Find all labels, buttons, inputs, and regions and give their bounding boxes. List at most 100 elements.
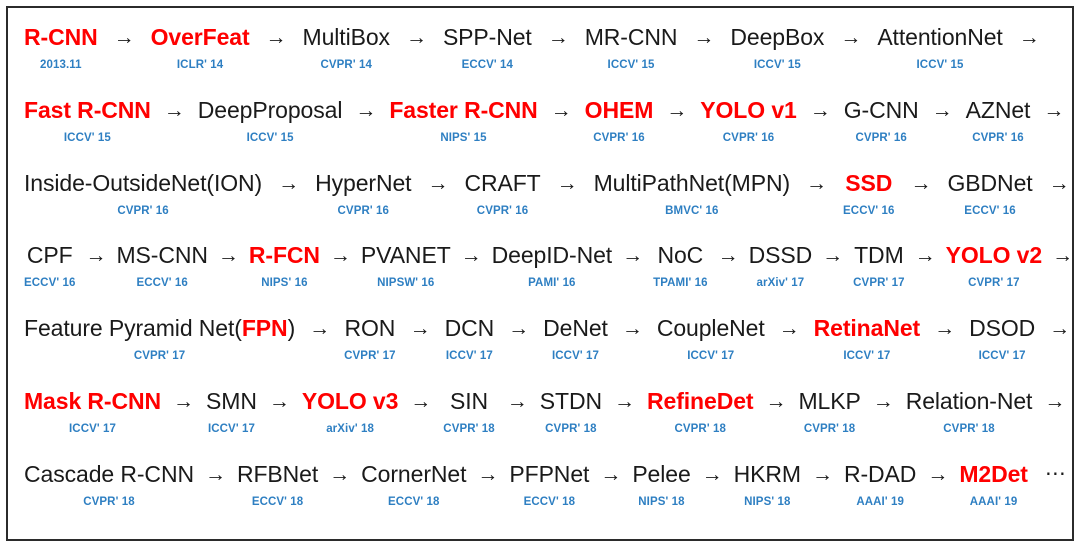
- detector-name: HyperNet: [315, 169, 412, 196]
- flow-arrow-icon: →: [508, 317, 530, 341]
- detector-name: Pelee: [632, 460, 691, 487]
- detector-node[interactable]: YOLO v3 arXiv' 18: [301, 386, 399, 439]
- detector-venue: TPAMI' 16: [653, 277, 708, 290]
- flow-arrow-icon: →: [765, 390, 787, 414]
- flow-arrow-icon: →: [85, 244, 107, 268]
- flow-arrow-icon: →: [614, 390, 635, 414]
- detector-venue: NIPS' 18: [638, 495, 685, 508]
- detector-node[interactable]: Inside-OutsideNet(ION)CVPR' 16: [24, 168, 262, 221]
- flow-arrow-icon: →: [405, 26, 427, 49]
- detector-name: YOLO v3: [301, 388, 399, 415]
- flow-arrow-icon: →: [547, 26, 569, 49]
- detector-venue: ICCV' 15: [246, 131, 294, 144]
- detector-venue: ICCV' 15: [753, 59, 801, 71]
- detector-venue: arXiv' 18: [326, 423, 374, 436]
- detector-name: Faster R-CNN: [389, 96, 538, 123]
- detector-node[interactable]: MultiPathNet(MPN) BMVC' 16: [593, 168, 791, 221]
- detector-name: PFPNet: [509, 460, 590, 487]
- detector-node[interactable]: Feature Pyramid Net(FPN)CVPR' 17: [24, 313, 295, 366]
- detector-name: CornerNet: [361, 460, 467, 487]
- detector-name: MLKP: [798, 388, 861, 415]
- detector-name: Cascade R-CNN: [24, 460, 194, 487]
- detector-venue: ECCV' 16: [136, 277, 188, 290]
- detector-name: MultiBox: [302, 24, 391, 50]
- detector-name: RFBNet: [236, 460, 319, 487]
- flow-arrow-icon: →: [556, 171, 578, 195]
- detector-venue: CVPR' 17: [853, 277, 905, 290]
- detector-name: MultiPathNet(MPN): [593, 169, 791, 196]
- flow-arrow-icon: →: [506, 390, 528, 414]
- flow-arrow-icon: →: [409, 317, 431, 341]
- detector-venue: CVPR' 16: [117, 204, 169, 217]
- detector-venue: BMVC' 16: [665, 204, 719, 217]
- detector-venue: ECCV' 16: [24, 277, 76, 290]
- detector-venue: ICCV' 15: [63, 131, 111, 144]
- flow-arrow-icon: →: [1049, 317, 1071, 341]
- flow-arrow-icon: →: [811, 462, 833, 486]
- flow-arrow-icon: →: [355, 98, 377, 122]
- flow-arrow-icon: →: [550, 98, 572, 122]
- flow-arrow-icon: →: [701, 462, 723, 486]
- flow-arrow-icon: →: [809, 98, 831, 122]
- detector-name: OverFeat: [150, 24, 250, 50]
- detector-venue: CVPR' 18: [545, 423, 597, 436]
- flow-arrow-icon: →: [268, 390, 290, 414]
- detector-venue: CVPR' 17: [968, 277, 1020, 290]
- detector-venue: CVPR' 17: [133, 350, 186, 363]
- detector-venue: ICCV' 17: [69, 423, 117, 436]
- flow-arrow-icon: →: [666, 98, 688, 122]
- flow-arrow-icon: →: [204, 462, 226, 486]
- detector-name: R-CNN: [24, 24, 98, 50]
